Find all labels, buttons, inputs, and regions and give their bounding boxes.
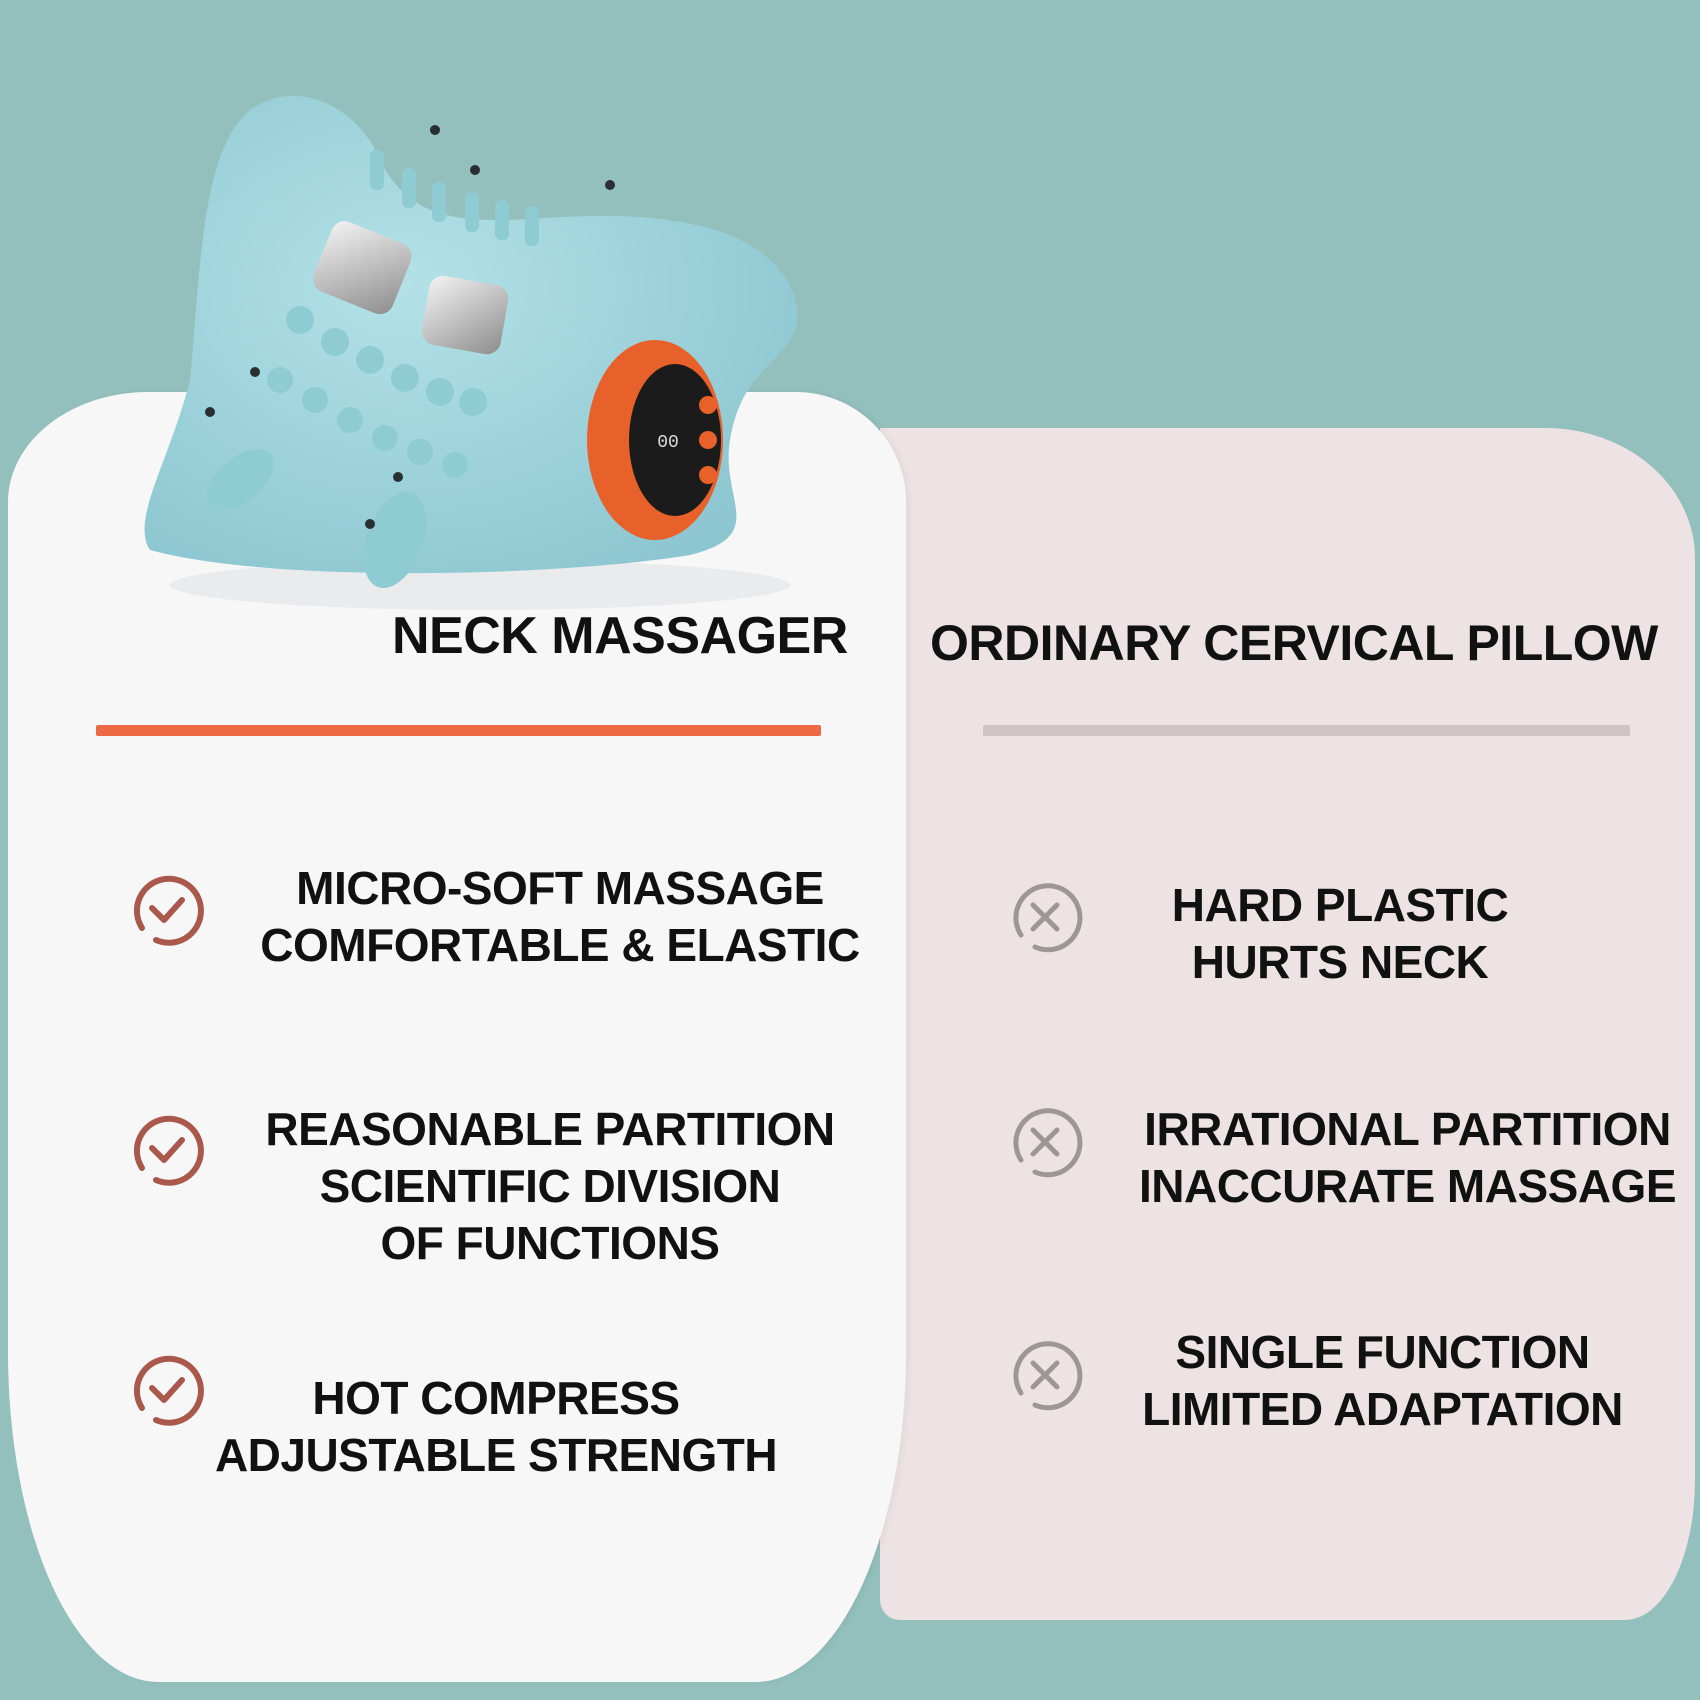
gray-divider — [983, 725, 1630, 736]
cross-circle-icon — [1013, 1341, 1083, 1411]
check-circle-icon — [133, 1115, 204, 1186]
feature-hot-compress: HOT COMPRESS ADJUSTABLE STRENGTH — [214, 1372, 778, 1481]
svg-text:00: 00 — [657, 433, 679, 453]
check-circle-icon — [133, 1355, 204, 1426]
ordinary-pillow-title: ORDINARY CERVICAL PILLOW — [930, 615, 1658, 671]
neck-massager-product-image: 00 — [144, 95, 798, 610]
feature-single-function: SINGLE FUNCTION LIMITED ADAPTATION — [1142, 1326, 1623, 1435]
cross-circle-icon — [1013, 883, 1083, 953]
orange-divider — [96, 725, 821, 736]
feature-reasonable-partition: REASONABLE PARTITION SCIENTIFIC DIVISION… — [265, 1103, 835, 1269]
feature-hard-plastic: HARD PLASTIC HURTS NECK — [1171, 879, 1509, 988]
feature-irrational-partition: IRRATIONAL PARTITION INACCURATE MASSAGE — [1138, 1103, 1677, 1212]
feature-micro-soft: MICRO-SOFT MASSAGE COMFORTABLE & ELASTIC — [260, 862, 860, 971]
check-circle-icon — [133, 875, 204, 946]
neck-massager-title: NECK MASSAGER — [392, 607, 848, 665]
ordinary-pillow-card — [880, 428, 1695, 1620]
control-panel-icon: 00 — [587, 340, 723, 540]
cross-circle-icon — [1013, 1108, 1083, 1178]
